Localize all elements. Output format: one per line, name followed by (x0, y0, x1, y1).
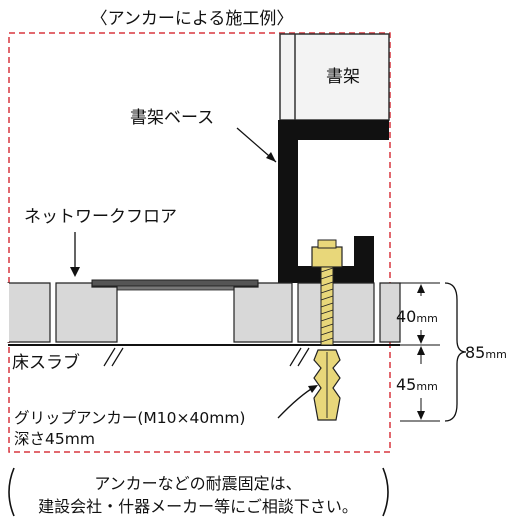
bookshelf-base-label: 書架ベース (130, 108, 214, 128)
dimension-upper: 40mm (396, 307, 438, 326)
note-line-2: 建設会社・什器メーカー等にご相談下さい。 (38, 497, 358, 516)
detail-frame (8, 32, 391, 453)
floor-slab-label: 床スラブ (12, 352, 80, 373)
total-brace (444, 282, 467, 422)
network-floor-label: ネットワークフロア (24, 207, 177, 227)
bookshelf-base (278, 120, 389, 283)
note-paren-left (8, 467, 15, 517)
bookshelf-label: 書架 (326, 67, 360, 87)
note-line-1: アンカーなどの耐震固定は、 (94, 474, 301, 493)
note-paren-right (382, 467, 389, 517)
dimension-total: 85mm (465, 343, 507, 362)
anchor-depth-label: 深さ45mm (14, 430, 95, 448)
anchor-leader (277, 385, 317, 419)
floor-tiles (7, 282, 401, 343)
dimension-lower: 45mm (396, 375, 438, 394)
diagram-title: 〈アンカーによる施工例〉 (91, 9, 294, 29)
grip-anchor-icon (311, 239, 343, 421)
anchor-name-label: グリップアンカー(M10×40mm) (14, 409, 245, 427)
